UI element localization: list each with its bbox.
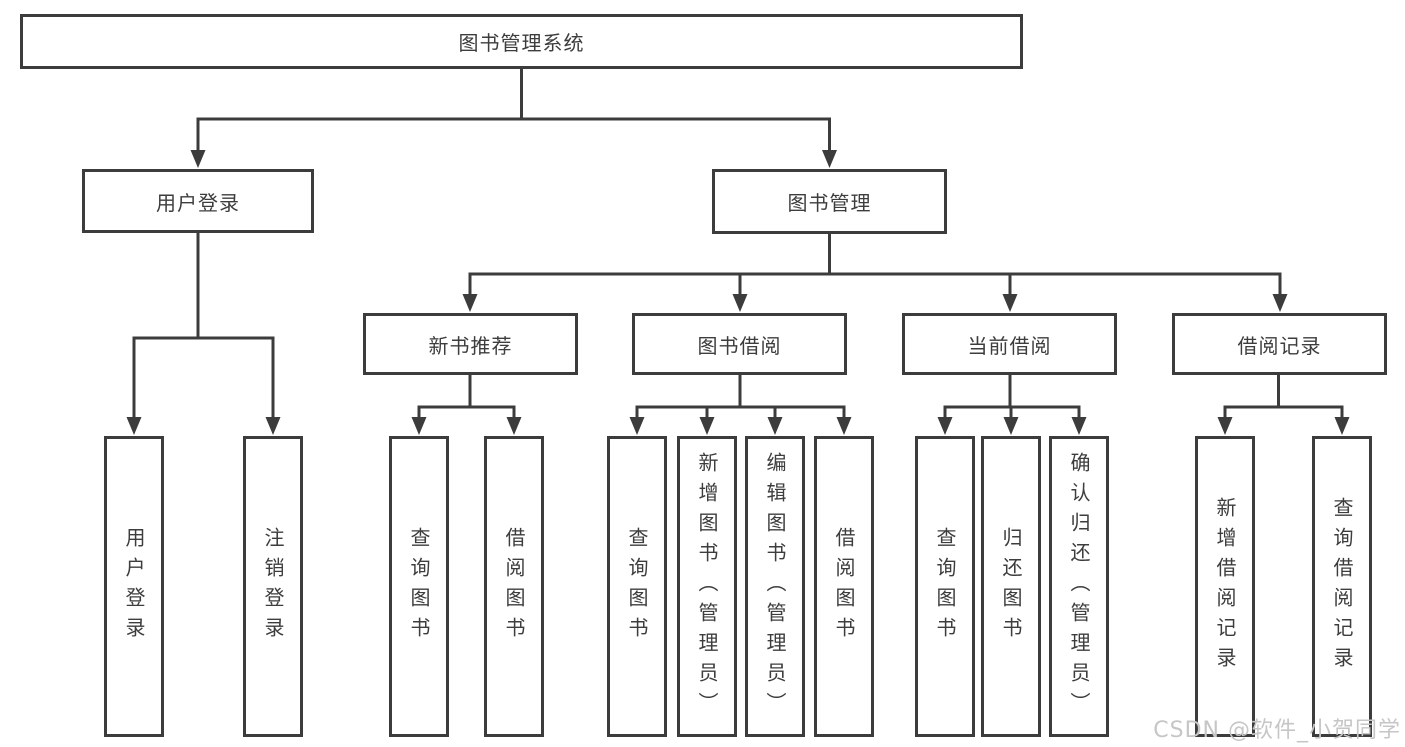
node-query-borrow-record: 查询借阅记录 (1312, 436, 1372, 737)
node-confirm-return-admin: 确认归还（管理员） (1049, 436, 1109, 737)
node-user-login: 用户登录 (82, 169, 314, 233)
node-borrow-records: 借阅记录 (1172, 313, 1387, 375)
node-root: 图书管理系统 (20, 14, 1023, 69)
node-add-borrow-record: 新增借阅记录 (1195, 436, 1255, 737)
node-borrow-books-recommend: 借阅图书 (484, 436, 544, 737)
node-query-books-recommend: 查询图书 (389, 436, 449, 737)
node-add-books-admin: 新增图书（管理员） (677, 436, 737, 737)
node-borrow-books-leaf: 借阅图书 (814, 436, 874, 737)
node-book-borrow: 图书借阅 (632, 313, 847, 375)
node-edit-books-admin: 编辑图书（管理员） (745, 436, 805, 737)
node-logout-leaf: 注销登录 (243, 436, 303, 737)
node-query-books-borrow: 查询图书 (607, 436, 667, 737)
node-query-books-current: 查询图书 (915, 436, 975, 737)
node-user-login-leaf: 用户登录 (104, 436, 164, 737)
node-return-books: 归还图书 (981, 436, 1041, 737)
node-book-management: 图书管理 (712, 169, 947, 234)
watermark: CSDN @软件_小贺同学 (1153, 718, 1401, 743)
node-new-book-recommend: 新书推荐 (363, 313, 578, 375)
node-current-borrow: 当前借阅 (902, 313, 1117, 375)
